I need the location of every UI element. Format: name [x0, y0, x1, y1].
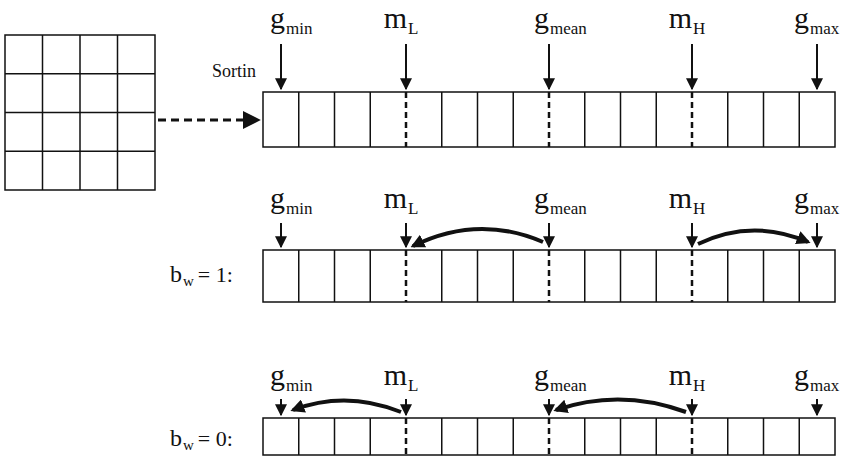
- subscript: max: [810, 377, 839, 394]
- variable-symbol: m: [669, 360, 692, 390]
- variable-symbol: g: [270, 360, 285, 390]
- mapping-arrow: [293, 229, 808, 412]
- sorted-array: [263, 250, 835, 302]
- subscript: mean: [550, 20, 587, 37]
- subscript: max: [810, 200, 839, 217]
- subscript: H: [693, 20, 705, 37]
- variable-symbol: m: [384, 183, 407, 213]
- variable-symbol: g: [794, 360, 809, 390]
- pointer-arrow: [281, 44, 817, 415]
- variable-symbol: g: [270, 183, 285, 213]
- variable-symbol: m: [384, 3, 407, 33]
- step-label: Sortin: [212, 62, 256, 80]
- sorted-array: [263, 92, 835, 147]
- pixel-grid: [5, 35, 155, 190]
- subscript: min: [286, 377, 312, 394]
- condition-label: = 0:: [198, 428, 233, 450]
- condition-symbol: b: [170, 262, 182, 286]
- variable-symbol: m: [669, 183, 692, 213]
- subscript: w: [183, 274, 194, 289]
- subscript: w: [183, 438, 194, 453]
- subscript: L: [408, 377, 418, 394]
- subscript: mean: [550, 200, 587, 217]
- subscript: L: [408, 200, 418, 217]
- condition-symbol: b: [170, 426, 182, 450]
- variable-symbol: m: [669, 3, 692, 33]
- subscript: min: [286, 200, 312, 217]
- sorted-array: [263, 418, 835, 455]
- variable-symbol: g: [534, 183, 549, 213]
- sorting-arrow: [158, 119, 259, 122]
- subscript: H: [693, 377, 705, 394]
- subscript: mean: [550, 377, 587, 394]
- subscript: H: [693, 200, 705, 217]
- variable-symbol: g: [794, 3, 809, 33]
- variable-symbol: g: [794, 183, 809, 213]
- subscript: max: [810, 20, 839, 37]
- condition-label: = 1:: [198, 264, 233, 286]
- variable-symbol: g: [534, 360, 549, 390]
- variable-symbol: m: [384, 360, 407, 390]
- variable-symbol: g: [270, 3, 285, 33]
- variable-symbol: g: [534, 3, 549, 33]
- subscript: min: [286, 20, 312, 37]
- subscript: L: [408, 20, 418, 37]
